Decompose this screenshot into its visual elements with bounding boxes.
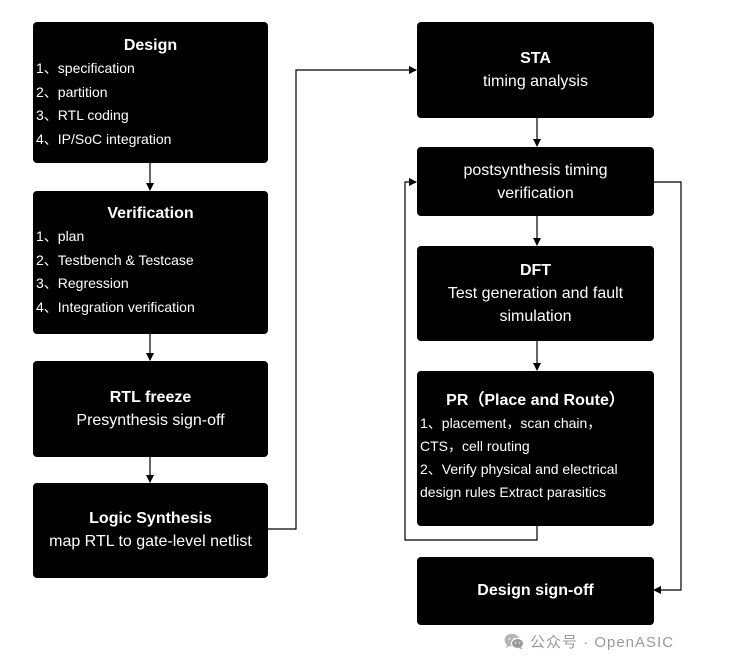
logic-synthesis-subtitle: map RTL to gate-level netlist [49, 533, 252, 550]
pr-box: PR（Place and Route） 1、placement，scan cha… [417, 371, 654, 526]
postsynthesis-box: postsynthesis timing verification [417, 147, 654, 216]
verification-item-3: 3、Regression [36, 275, 129, 291]
arrow-synthesis-to-sta [268, 66, 417, 530]
verification-item-1: 1、plan [36, 228, 85, 244]
pr-title: PR（Place and Route） [446, 392, 625, 409]
design-item-1: 1、specification [36, 60, 135, 76]
watermark-text: 公众号 · OpenASIC [530, 633, 675, 651]
postsynthesis-line-2: verification [497, 184, 574, 202]
design-signoff-box: Design sign-off [417, 557, 654, 625]
sta-box: STA timing analysis [417, 22, 654, 118]
rtl-freeze-title: RTL freeze [109, 388, 192, 406]
postsynthesis-line-1: postsynthesis timing [463, 161, 608, 179]
design-title: Design [123, 37, 178, 54]
wechat-icon [504, 633, 524, 650]
design-item-3: 3、RTL coding [36, 107, 129, 123]
logic-synthesis-title: Logic Synthesis [89, 510, 212, 527]
dft-line-2: simulation [499, 307, 572, 325]
arrow-pr-loop-back [404, 178, 538, 541]
dft-title: DFT [519, 261, 552, 279]
rtl-freeze-subtitle: Presynthesis sign-off [76, 411, 225, 429]
pr-line-4: design rules Extract parasitics [420, 484, 606, 500]
dft-line-1: Test generation and fault [447, 284, 624, 302]
design-item-2: 2、partition [36, 83, 108, 100]
arrow-postsynthesis-to-signoff [653, 181, 682, 594]
verification-title: Verification [107, 205, 194, 222]
dft-box: DFT Test generation and fault simulation [417, 246, 654, 341]
pr-line-3: 2、Verify physical and electrical [420, 461, 618, 477]
verification-item-4: 4、Integration verification [36, 298, 195, 315]
design-item-4: 4、IP/SoC integration [36, 130, 172, 147]
pr-line-2: CTS，cell routing [420, 438, 530, 454]
sta-title: STA [520, 49, 551, 67]
logic-synthesis-box: Logic Synthesis map RTL to gate-level ne… [33, 483, 268, 578]
verification-box: Verification 1、plan 2、Testbench & Testca… [33, 191, 268, 334]
design-box: Design 1、specification 2、partition 3、RTL… [33, 22, 268, 163]
sta-subtitle: timing analysis [483, 72, 588, 90]
rtl-freeze-box: RTL freeze Presynthesis sign-off [33, 361, 268, 457]
pr-line-1: 1、placement，scan chain， [420, 415, 602, 431]
watermark: 公众号 · OpenASIC [504, 628, 674, 654]
verification-item-2: 2、Testbench & Testcase [36, 251, 194, 268]
design-signoff-title: Design sign-off [477, 582, 594, 599]
